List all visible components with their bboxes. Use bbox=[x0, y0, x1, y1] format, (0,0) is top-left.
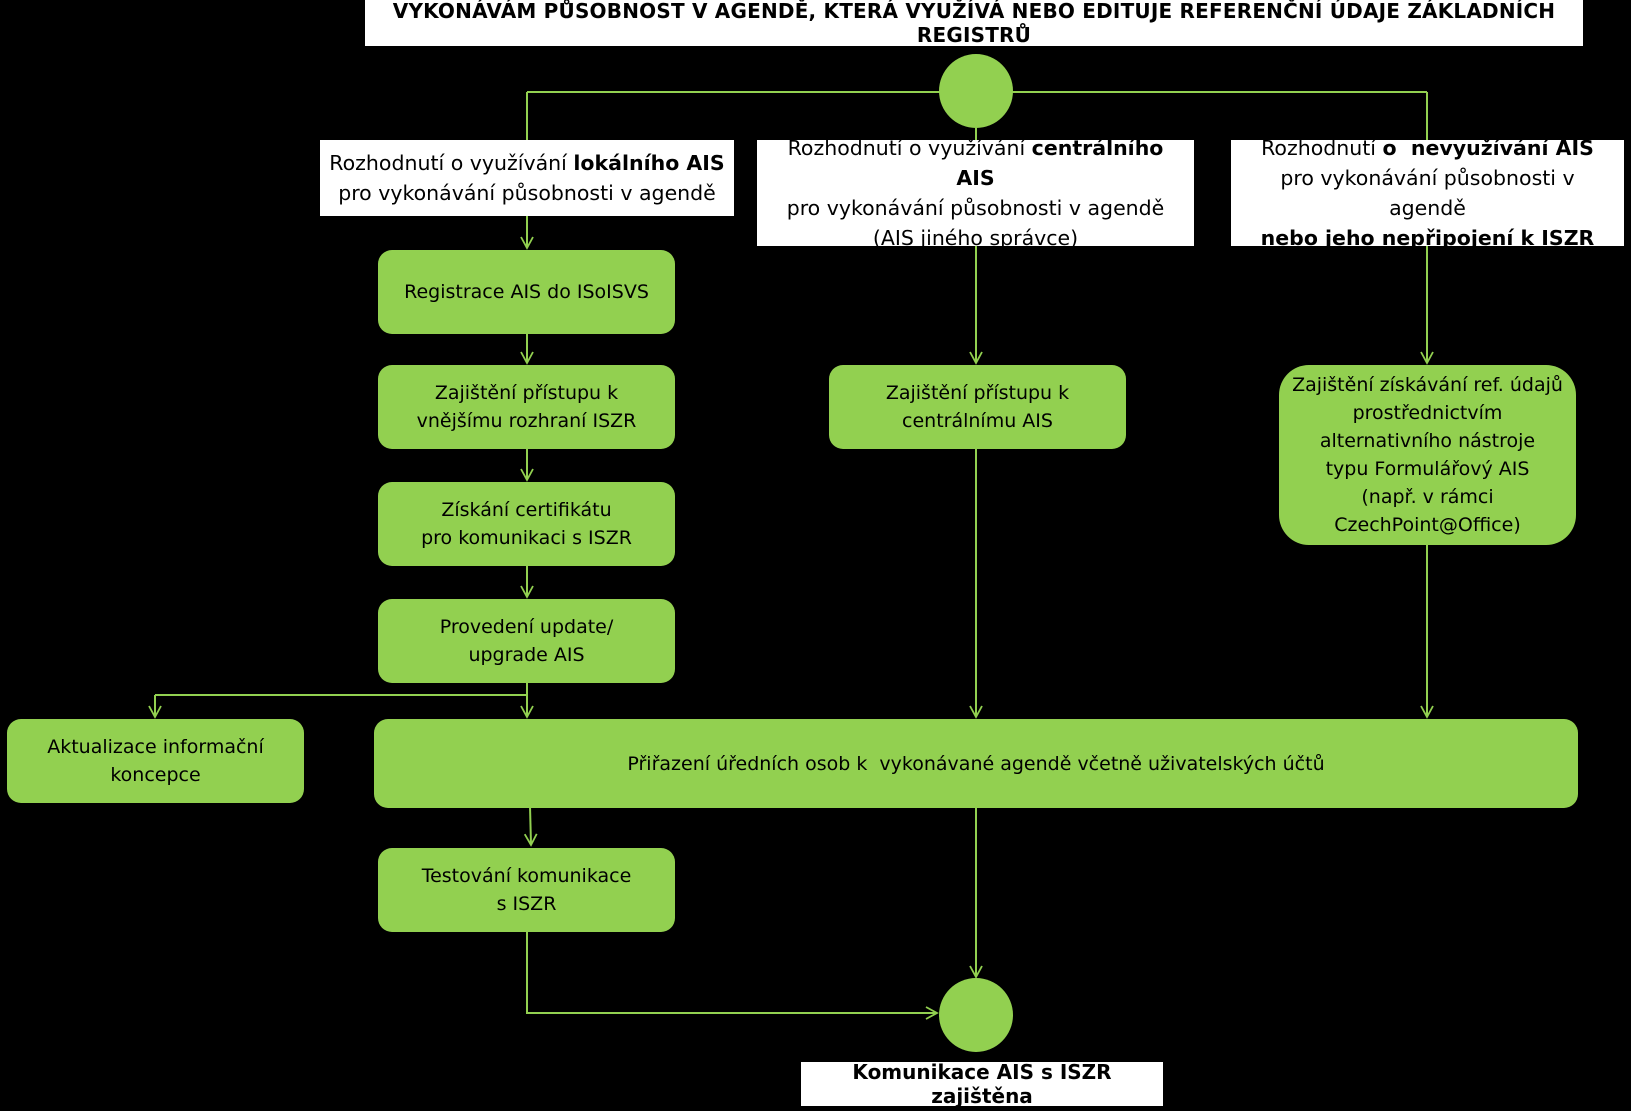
step-update-line1: Provedení update/ bbox=[439, 616, 614, 638]
decision-local-ais: Rozhodnutí o využívání lokálního AIS pro… bbox=[320, 140, 734, 216]
step-certificate-line1: Získání certifikátu bbox=[441, 499, 612, 521]
arrow-to-testing bbox=[523, 805, 538, 847]
start-node bbox=[939, 54, 1013, 128]
decision-local-pre: Rozhodnutí o využívání bbox=[329, 151, 574, 175]
step-concept-update: Aktualizace informační koncepce bbox=[7, 719, 304, 803]
step-alt-line1: Zajištění získávání ref. údajů bbox=[1292, 374, 1563, 396]
end-label-text: Komunikace AIS s ISZR zajištěna bbox=[852, 1060, 1112, 1108]
step-registration-label: Registrace AIS do ISoISVS bbox=[404, 281, 649, 303]
decision-central-bold: centrálního AIS bbox=[956, 136, 1164, 190]
step-testing-line1: Testování komunikace bbox=[421, 865, 632, 887]
end-node bbox=[939, 978, 1013, 1052]
decision-local-line2: pro vykonávání působnosti v agendě bbox=[338, 181, 716, 205]
decision-local-bold: lokálního AIS bbox=[573, 151, 725, 175]
decision-none-line2: pro vykonávání působnosti v agendě bbox=[1280, 166, 1575, 220]
diagram-title: VYKONÁVÁM PŮSOBNOST V AGENDĚ, KTERÁ VYUŽ… bbox=[365, 0, 1583, 47]
step-testing-line2: s ISZR bbox=[496, 893, 557, 915]
decision-central-pre: Rozhodnutí o využívání bbox=[787, 136, 1032, 160]
step-access-external-line1: Zajištění přístupu k bbox=[434, 382, 619, 404]
step-alt-line2: prostřednictvím bbox=[1352, 402, 1503, 424]
decision-central-line3: (AIS jiného správce) bbox=[872, 226, 1079, 250]
step-alt-line3: alternativního nástroje bbox=[1319, 430, 1536, 452]
step-alt-line5: (např. v rámci bbox=[1361, 486, 1494, 508]
decision-central-line2: pro vykonávání působnosti v agendě bbox=[786, 196, 1165, 220]
decision-central-ais: Rozhodnutí o využívání centrálního AIS p… bbox=[757, 136, 1194, 250]
step-registration: Registrace AIS do ISoISVS bbox=[378, 250, 675, 334]
step-concept-line2: koncepce bbox=[110, 764, 201, 786]
step-access-external-line2: vnějšímu rozhraní ISZR bbox=[416, 410, 637, 432]
decision-no-ais: Rozhodnutí o nevyužívání AIS pro vykonáv… bbox=[1231, 136, 1624, 250]
diagram-title-text: VYKONÁVÁM PŮSOBNOST V AGENDĚ, KTERÁ VYUŽ… bbox=[392, 0, 1556, 47]
step-testing: Testování komunikace s ISZR bbox=[378, 848, 675, 932]
step-update-line2: upgrade AIS bbox=[468, 644, 585, 666]
step-access-external: Zajištění přístupu k vnějšímu rozhraní I… bbox=[378, 365, 675, 449]
arrow-testing-to-end bbox=[526, 930, 939, 1020]
step-access-central-line2: centrálnímu AIS bbox=[902, 410, 1053, 432]
step-alternative-tool: Zajištění získávání ref. údajů prostředn… bbox=[1279, 365, 1576, 545]
step-update: Provedení update/ upgrade AIS bbox=[378, 599, 675, 683]
step-assignment: Přiřazení úředních osob k vykonávané age… bbox=[374, 719, 1578, 808]
end-label: Komunikace AIS s ISZR zajištěna bbox=[801, 1060, 1163, 1108]
step-alt-line6: CzechPoint@Office) bbox=[1334, 514, 1521, 536]
step-assignment-label: Přiřazení úředních osob k vykonávané age… bbox=[627, 752, 1325, 775]
step-alt-line4: typu Formulářový AIS bbox=[1325, 458, 1530, 480]
step-access-central-line1: Zajištění přístupu k bbox=[885, 382, 1070, 404]
step-access-central: Zajištění přístupu k centrálnímu AIS bbox=[829, 365, 1126, 449]
step-certificate: Získání certifikátu pro komunikaci s ISZ… bbox=[378, 482, 675, 566]
decision-none-pre: Rozhodnutí bbox=[1261, 136, 1383, 160]
decision-none-line3: nebo jeho nepřipojení k ISZR bbox=[1260, 226, 1595, 250]
decision-none-bold: o nevyužívání AIS bbox=[1382, 136, 1594, 160]
step-concept-line1: Aktualizace informační bbox=[47, 736, 264, 758]
step-certificate-line2: pro komunikaci s ISZR bbox=[421, 527, 632, 549]
